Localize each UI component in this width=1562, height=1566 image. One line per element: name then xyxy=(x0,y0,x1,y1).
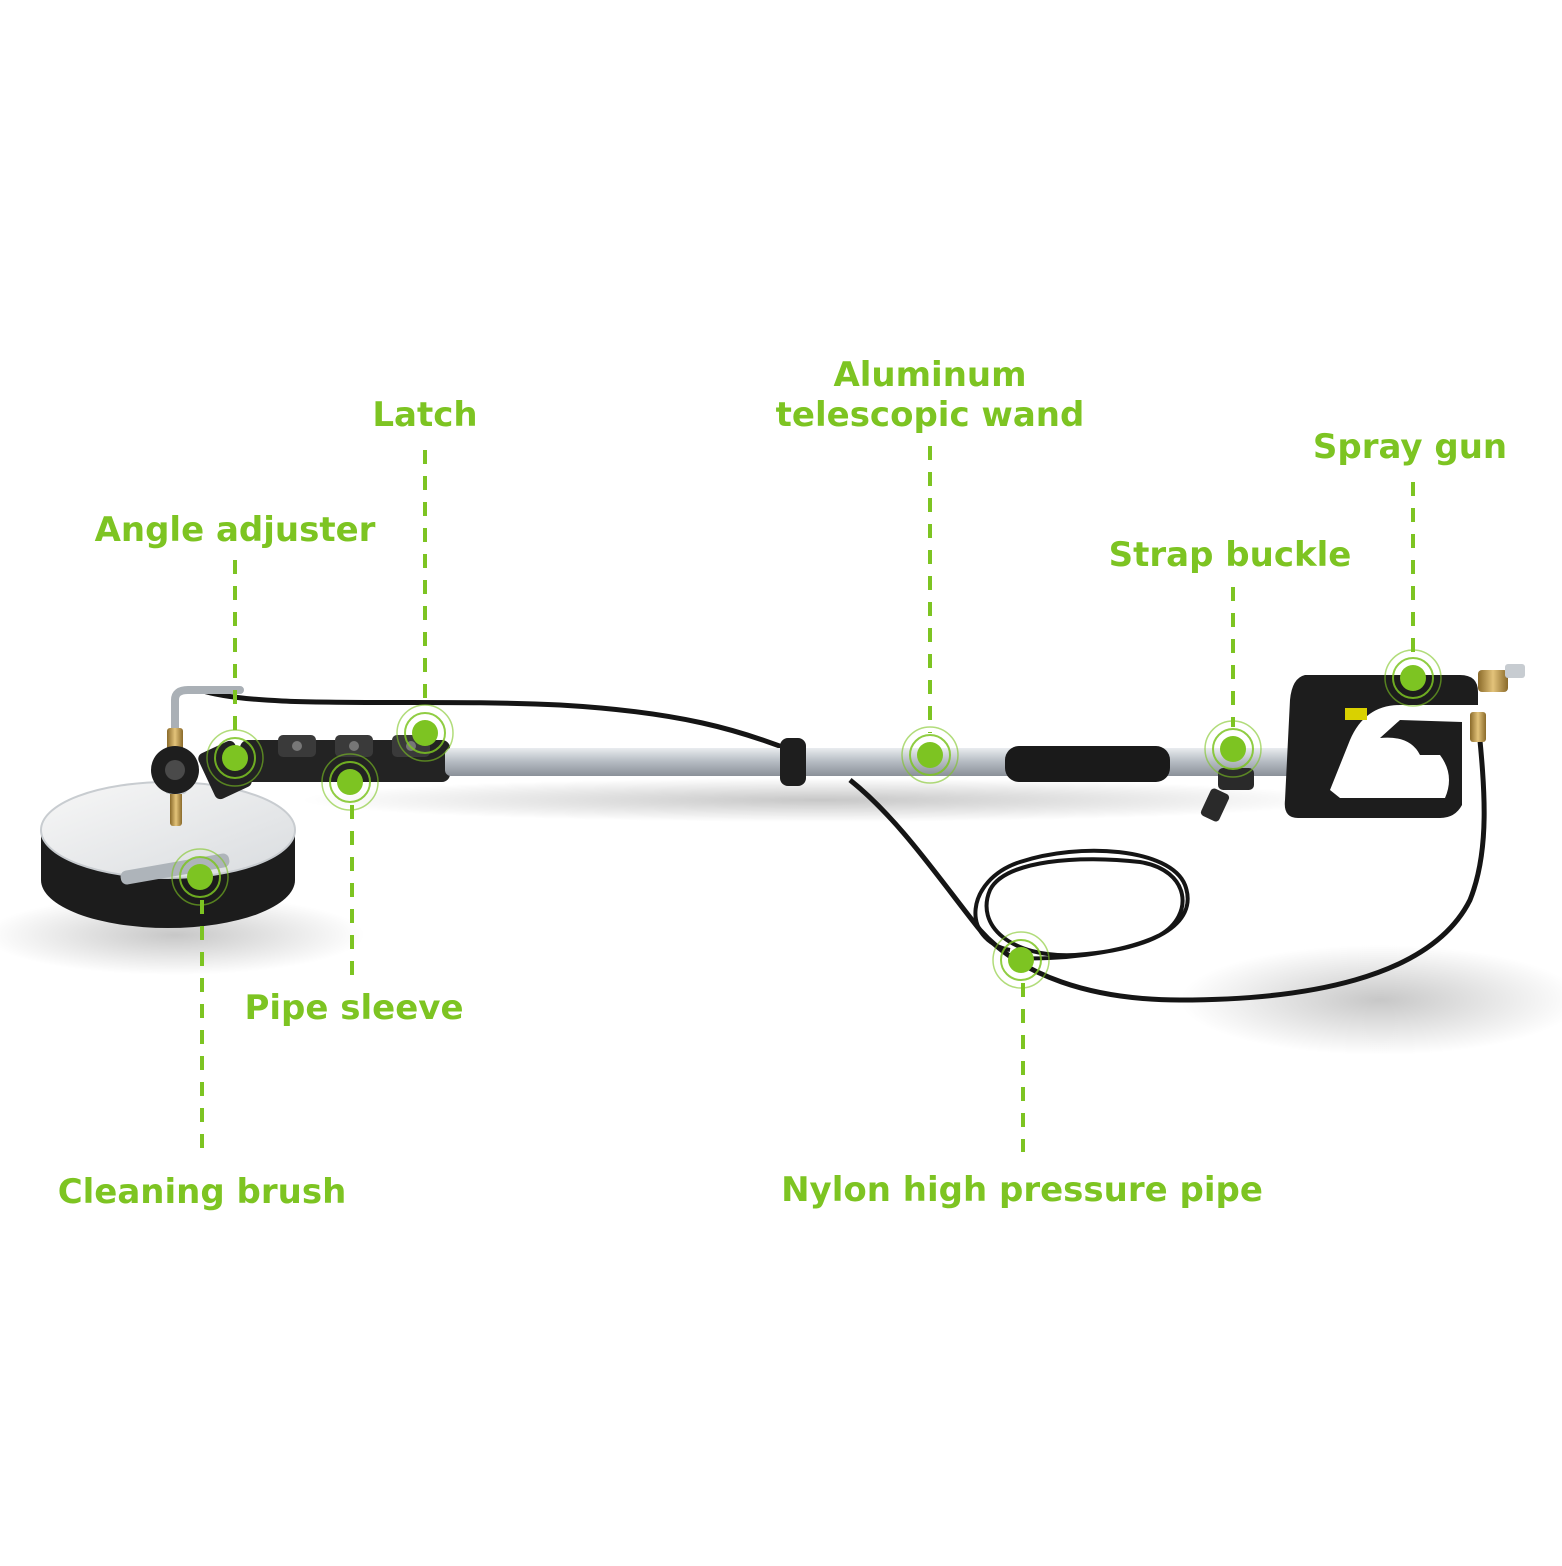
strap-buckle-body xyxy=(1218,768,1254,790)
cleaning-brush-label: Cleaning brush xyxy=(57,1172,347,1212)
spray-gun-marker xyxy=(1400,665,1426,691)
cleaning-brush-marker xyxy=(187,864,213,890)
pipe-sleeve-label: Pipe sleeve xyxy=(244,988,464,1028)
strap-buckle-label: Strap buckle xyxy=(1108,535,1352,575)
spray-gun-label: Spray gun xyxy=(1312,427,1508,467)
strap-buckle-hook xyxy=(1200,788,1230,822)
brass-nozzle xyxy=(170,790,182,826)
cleaning-brush-marker-ring xyxy=(171,848,229,906)
aluminum-telescopic-wand-label: Aluminum telescopic wand xyxy=(775,355,1085,435)
strap-buckle-marker-ring xyxy=(1204,720,1262,778)
angle-adjuster-marker-ring xyxy=(214,737,256,779)
aluminum-pole xyxy=(445,748,1305,776)
latch-screw xyxy=(349,741,359,751)
foam-grip xyxy=(1005,746,1170,782)
latch-marker-ring xyxy=(404,712,446,754)
floor-shadow xyxy=(1180,945,1562,1055)
nylon-hose-coil xyxy=(973,848,1190,961)
angle-adjuster-marker xyxy=(222,745,248,771)
disc-arm xyxy=(120,853,230,885)
nylon-high-pressure-pipe-marker xyxy=(1008,947,1034,973)
spray-gun-marker-ring xyxy=(1384,649,1442,707)
cleaning-brush-marker-ring xyxy=(179,856,221,898)
angle-adjuster-label: Angle adjuster xyxy=(94,510,376,550)
nylon-high-pressure-pipe-marker-ring xyxy=(1000,939,1042,981)
pipe-sleeve-marker-ring xyxy=(321,753,379,811)
pipe-sleeve-marker-ring xyxy=(329,761,371,803)
pole-collar xyxy=(780,738,806,786)
latch-marker xyxy=(412,720,438,746)
aluminum-telescopic-wand-marker-ring xyxy=(909,734,951,776)
spray-gun-body xyxy=(1284,675,1478,818)
latch-marker-ring xyxy=(396,704,454,762)
spray-gun-marker-ring xyxy=(1392,657,1434,699)
strap-buckle-marker-ring xyxy=(1212,728,1254,770)
nylon-hose xyxy=(848,719,1487,1003)
quick-connect-tip xyxy=(1505,664,1525,678)
angle-adjuster-pivot xyxy=(165,760,185,780)
nylon-high-pressure-pipe-label: Nylon high pressure pipe xyxy=(781,1170,1263,1210)
inlet-fitting xyxy=(1470,712,1486,742)
pipe-sleeve-marker xyxy=(337,769,363,795)
strap-buckle-marker xyxy=(1220,736,1246,762)
latch-label: Latch xyxy=(372,395,478,435)
quick-connect xyxy=(1478,670,1508,692)
spray-gun-label xyxy=(1345,708,1367,720)
aluminum-telescopic-wand-marker xyxy=(917,742,943,768)
aluminum-telescopic-wand-marker-ring xyxy=(901,726,959,784)
upper-hose xyxy=(199,687,796,755)
latch-screw xyxy=(292,741,302,751)
angle-adjuster-marker-ring xyxy=(206,729,264,787)
nylon-high-pressure-pipe-marker-ring xyxy=(992,931,1050,989)
elbow-tube xyxy=(171,686,244,744)
floor-shadow xyxy=(300,778,1340,822)
